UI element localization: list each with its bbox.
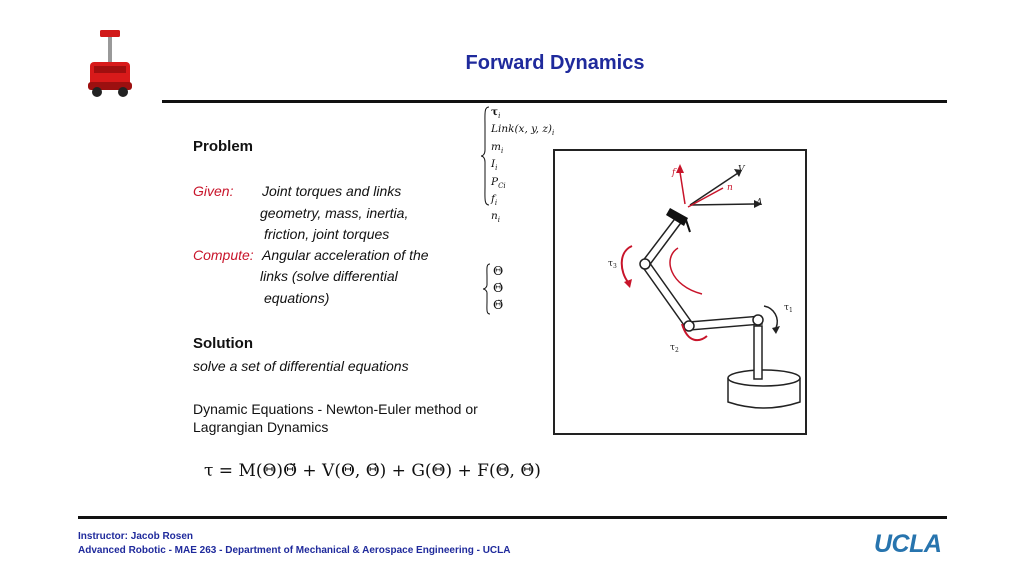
theta: Θ <box>493 263 504 278</box>
brace-input-mass: mi <box>491 140 504 155</box>
brace-input-force: fi <box>491 192 498 208</box>
tau1-label: τ1 <box>784 303 793 314</box>
page-title: Forward Dynamics <box>465 52 645 74</box>
top-divider <box>162 100 947 103</box>
input-brace <box>480 106 490 206</box>
method-line-2: Lagrangian Dynamics <box>193 419 329 435</box>
given-label: Given: <box>193 183 234 199</box>
v-label: V <box>738 165 746 175</box>
brace-input-link: Link(x, y, z)i <box>491 123 555 138</box>
theta-dot: Θ̇ <box>493 280 504 295</box>
f-label: f <box>671 168 677 178</box>
solution-text: solve a set of differential equations <box>193 358 409 374</box>
brace-output-list: Θ Θ̇ Θ̈ <box>493 262 503 313</box>
given-line-2: geometry, mass, inertia, <box>260 205 409 221</box>
given-line-1: Joint torques and links <box>262 183 402 199</box>
brace-input-tau: τi <box>491 106 501 121</box>
robot-logo-icon <box>88 30 132 97</box>
a-label: A <box>755 198 763 208</box>
dynamics-equation: τ = M(Θ)Θ̈ + V(Θ, Θ̇) + G(Θ) + F(Θ, Θ̇) <box>204 461 541 481</box>
method-line-1: Dynamic Equations - Newton-Euler method … <box>193 401 478 417</box>
compute-line-3: equations) <box>264 290 330 306</box>
brace-input-moment: ni <box>491 210 501 225</box>
brace-input-list: τi Link(x, y, z)i mi Ii PCi fi ni <box>491 106 554 228</box>
bottom-divider <box>78 516 947 519</box>
compute-line-2: links (solve differential <box>260 268 398 284</box>
theta-ddot: Θ̈ <box>493 297 504 312</box>
footer-instructor: Instructor: Jacob Rosen <box>78 531 194 542</box>
tau2-label: τ2 <box>670 343 679 354</box>
compute-label: Compute: <box>193 247 254 263</box>
ucla-logo: UCLA <box>874 530 942 558</box>
brace-input-inertia: Ii <box>491 158 498 173</box>
given-line-3: friction, joint torques <box>264 226 390 242</box>
tau3-label: τ3 <box>608 259 617 270</box>
robot-arm-diagram: V A n f τ3 τ1 τ2 <box>553 149 807 435</box>
brace-input-center-of-mass: PCi <box>491 175 506 190</box>
solution-heading: Solution <box>193 335 253 352</box>
problem-heading: Problem <box>193 138 254 155</box>
output-brace <box>482 263 491 315</box>
compute-line-1: Angular acceleration of the <box>262 247 429 263</box>
footer-course: Advanced Robotic - MAE 263 - Department … <box>78 545 511 556</box>
n-label: n <box>727 183 733 193</box>
